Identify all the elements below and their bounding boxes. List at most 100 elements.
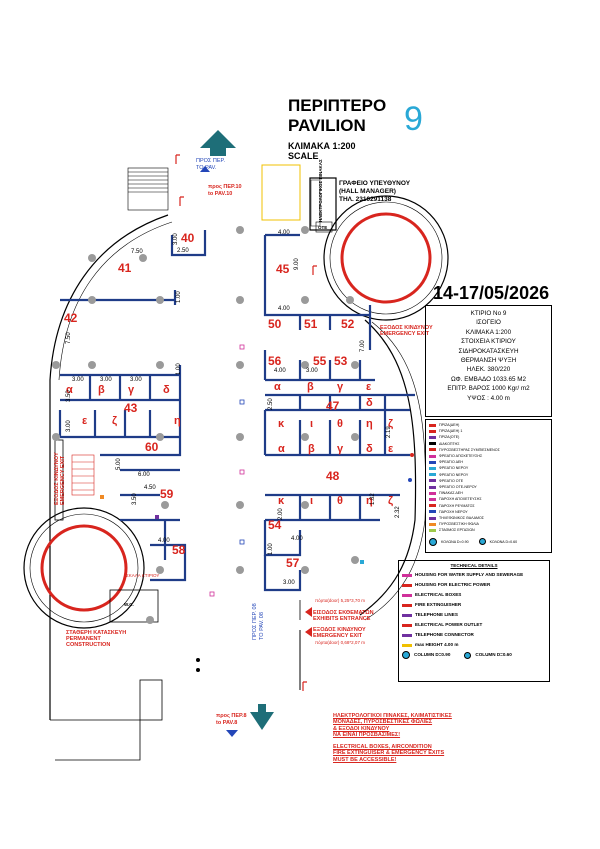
stand-52[interactable]: 52 <box>341 317 355 331</box>
column-small-icon <box>464 651 472 659</box>
dim-label: 3.00 <box>306 368 318 374</box>
stand-47-iota[interactable]: ι <box>310 418 314 430</box>
sewer-supply-icon <box>429 498 436 502</box>
stand-48-eta[interactable]: η <box>366 495 373 507</box>
stand-47[interactable]: 47 <box>326 399 340 413</box>
pavilion-number: 9 <box>404 100 423 138</box>
stand-53[interactable]: 53 <box>334 354 348 368</box>
stand-48-alpha[interactable]: α <box>278 443 285 455</box>
arrow-up-icon <box>200 130 236 156</box>
legend-item: max HEIGHT 4.00 m <box>399 640 549 650</box>
building-outline-left <box>49 214 169 720</box>
legend-technical: TECHNICAL DETAILS HOUSING FOR WATER SUPP… <box>398 560 550 682</box>
stand-48-gamma[interactable]: γ <box>337 443 344 455</box>
electrical-box-icon <box>402 593 412 597</box>
stand-41[interactable]: 41 <box>118 261 132 275</box>
dim-label: 2.32 <box>395 506 401 518</box>
stand-54[interactable]: 54 <box>268 518 282 532</box>
dim-label: 2.00 <box>278 508 284 520</box>
stand-48-epsilon[interactable]: ε <box>388 443 394 455</box>
to-pav10-top-gr: ΠΡΟΣ ΠΕΡ. <box>196 158 225 164</box>
dim-label: 4.00 <box>274 368 286 374</box>
stand-42[interactable]: 42 <box>64 311 78 325</box>
columns <box>52 226 359 624</box>
to-pav8-side-en: TO PAV. 08 <box>259 612 265 640</box>
round-hall-bottom <box>23 507 145 629</box>
dim-label: 4.00 <box>278 230 290 236</box>
stand-45[interactable]: 45 <box>276 262 290 276</box>
legend-item: ELECTRICAL BOXES <box>399 590 549 600</box>
stand-47-alpha[interactable]: α <box>274 381 281 393</box>
stand-47-delta[interactable]: δ <box>366 397 373 409</box>
wc-label: W.C. <box>124 602 134 607</box>
stand-55[interactable]: 55 <box>313 354 327 368</box>
stand-47-eta[interactable]: η <box>366 418 373 430</box>
stand-48-theta[interactable]: θ <box>337 495 343 507</box>
stand-50[interactable]: 50 <box>268 317 282 331</box>
stand-48[interactable]: 48 <box>326 469 340 483</box>
legend-item-label: ΔΙΑΚΟΠΤΗΣ <box>439 441 460 446</box>
legend-item-label: ΠΙΝΑΚΑΣ ΔΕΗ <box>439 491 463 496</box>
column-large-icon <box>429 537 437 546</box>
round-hall-top <box>323 195 449 321</box>
stand-48-delta[interactable]: δ <box>366 443 373 455</box>
water-pit-icon <box>429 467 436 471</box>
legend-item-label: HOUSING FOR ELECTRIC POWER <box>415 582 491 587</box>
dim-label: 3.00 <box>130 377 142 383</box>
legend-item: TELEPHONE LINES <box>399 610 549 620</box>
stand-48-zeta[interactable]: ζ <box>388 495 394 507</box>
stand-47-theta[interactable]: θ <box>337 418 343 430</box>
dim-label: 2.50 <box>268 398 274 410</box>
stand-48-iota[interactable]: ι <box>310 495 314 507</box>
stand-47-epsilon[interactable]: ε <box>366 381 372 393</box>
stand-47-beta[interactable]: β <box>307 381 314 393</box>
stand-48-kappa[interactable]: κ <box>278 495 285 507</box>
stand-43-delta[interactable]: δ <box>163 384 170 396</box>
title-english: PAVILION <box>288 116 366 135</box>
stand-43-beta[interactable]: β <box>98 384 105 396</box>
dim-label: 3.00 <box>72 377 84 383</box>
legend-item-label: ΦΡΕΑΤΙΟ ΝΕΡΟΥ <box>439 472 469 477</box>
legend-item: ΠΡΙΖΑ(ΟΤΕ) <box>426 434 551 440</box>
dim-label: 4.00 <box>278 306 290 312</box>
stand-47-gamma[interactable]: γ <box>337 381 344 393</box>
legend-item: ΠΥΡΟΣΒΕΣΤΗΡΑΣ ΣΥΜΠΙΕΣΜΕΝΟΣ <box>426 447 551 453</box>
arrow-down-small-icon <box>226 730 238 737</box>
stand-48-beta[interactable]: β <box>308 443 315 455</box>
stand-56[interactable]: 56 <box>268 354 282 368</box>
stand-58[interactable]: 58 <box>172 543 186 557</box>
dim-label: 9.00 <box>294 258 300 270</box>
extinguisher-icon <box>402 603 412 607</box>
stand-43-epsilon[interactable]: ε <box>82 415 88 427</box>
stand-47-zeta[interactable]: ζ <box>388 418 394 430</box>
power-housing-icon <box>402 583 412 587</box>
stand-40[interactable]: 40 <box>181 231 195 245</box>
stand-43-eta[interactable]: η <box>174 415 181 427</box>
stand-57[interactable]: 57 <box>286 556 300 570</box>
legend-item: ΣΤΑΘΜΟΣ ΕΡΓΑΣΙΩΝ <box>426 527 551 533</box>
legend-item: HOUSING FOR WATER SUPPLY AND SEWERAGE <box>399 570 549 580</box>
stand-43-alpha[interactable]: α <box>66 384 73 396</box>
stand-60[interactable]: 60 <box>145 440 159 454</box>
legend-item: ΠΥΡΟΣΒΕΣΤΙΚΗ ΦΩΛΙΑ <box>426 521 551 527</box>
stand-43[interactable]: 43 <box>124 401 138 415</box>
column-small-icon <box>478 538 486 546</box>
to-pav10-top-en: TO PAV. <box>196 165 217 171</box>
stand-47-kappa[interactable]: κ <box>278 418 285 430</box>
socket-icon <box>429 423 436 427</box>
building-info-box: ΚΤΙΡΙΟ Νο 9 ΙΣΟΓΕΙΟ ΚΛΙΜΑΚΑ 1:200 ΣΤΟΙΧΕ… <box>425 305 552 417</box>
legend-item-label: ΠΥΡΟΣΒΕΣΤΗΡΑΣ ΣΥΜΠΙΕΣΜΕΝΟΣ <box>439 447 500 452</box>
dim-label: 3.00 <box>173 233 179 245</box>
stand-59[interactable]: 59 <box>160 487 174 501</box>
stand-51[interactable]: 51 <box>304 317 318 331</box>
stand-43-zeta[interactable]: ζ <box>112 415 118 427</box>
service-markers <box>100 344 414 672</box>
stand-43-gamma[interactable]: γ <box>128 384 135 396</box>
legend-item-label: ΠΥΡΟΣΒΕΣΤΙΚΗ ΦΩΛΙΑ <box>439 522 479 527</box>
dim-label: 5.00 <box>116 458 122 470</box>
to-pav8-side-gr: ΠΡΟΣ ΠΕΡ. 08 <box>252 603 258 640</box>
dim-label: 6.00 <box>138 472 150 478</box>
